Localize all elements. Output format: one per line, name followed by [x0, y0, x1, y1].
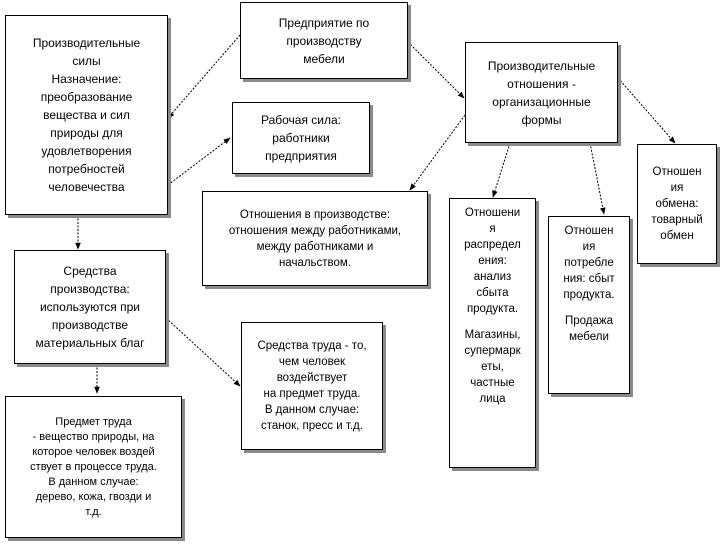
workforce-label: Рабочая сила: работники предприятия	[260, 113, 342, 163]
means-of-labor-box: Средства труда - то, чем человек воздейс…	[241, 322, 383, 450]
workforce-box: Рабочая сила: работники предприятия	[232, 102, 370, 174]
consumption-relations-label: Отношен ия потребле ния: сбыт продукта.	[563, 225, 615, 301]
enterprise-box: Предприятие по производству мебели	[240, 2, 408, 79]
enterprise-label: Предприятие по производству мебели	[278, 15, 370, 66]
productive-forces-label: Производительные силы Назначение: преобр…	[32, 36, 141, 194]
arrow-enterprise-to-production-relations	[407, 41, 465, 99]
arrow-production-relations-to-distribution	[492, 142, 511, 198]
means-of-production-label: Средства производства: используются при …	[35, 264, 145, 350]
exchange-relations-box: Отношен ия обмена: товарный обмен	[637, 144, 717, 264]
consumption-relations-box: Отношен ия потребле ния: сбыт продукта. …	[548, 216, 630, 394]
relations-in-production-label: Отношения в производстве: отношения межд…	[228, 208, 402, 269]
object-of-labor-box: Предмет труда - вещество природы, на кот…	[5, 396, 182, 538]
arrow-means-of-production-to-means-of-labor	[165, 317, 241, 387]
relations-in-production-box: Отношения в производстве: отношения межд…	[202, 191, 428, 286]
production-relations-label: Производительные отношения - организацио…	[487, 58, 596, 127]
arrow-production-relations-to-consumption	[589, 142, 606, 215]
exchange-relations-label: Отношен ия обмена: товарный обмен	[651, 166, 703, 242]
distribution-relations-label: Отношени я распредел ения: анализ сбыта …	[464, 207, 521, 315]
arrow-production-relations-to-exchange	[617, 77, 676, 144]
means-of-labor-label: Средства труда - то, чем человек воздейс…	[257, 340, 367, 432]
production-relations-box: Производительные отношения - организацио…	[465, 42, 618, 143]
object-of-labor-label: Предмет труда - вещество природы, на кот…	[30, 415, 157, 518]
distribution-examples-label: Магазины, супермарк еты, частные лица	[464, 329, 521, 405]
consumption-examples-label: Продажа мебели	[565, 315, 613, 343]
arrow-enterprise-to-productive-forces	[167, 34, 241, 119]
arrow-production-relations-to-relations-in-production	[409, 114, 466, 191]
arrow-productive-forces-to-workforce	[167, 137, 231, 186]
productive-forces-box: Производительные силы Назначение: преобр…	[5, 15, 168, 215]
distribution-relations-box: Отношени я распредел ения: анализ сбыта …	[449, 198, 536, 468]
means-of-production-box: Средства производства: используются при …	[14, 250, 166, 364]
